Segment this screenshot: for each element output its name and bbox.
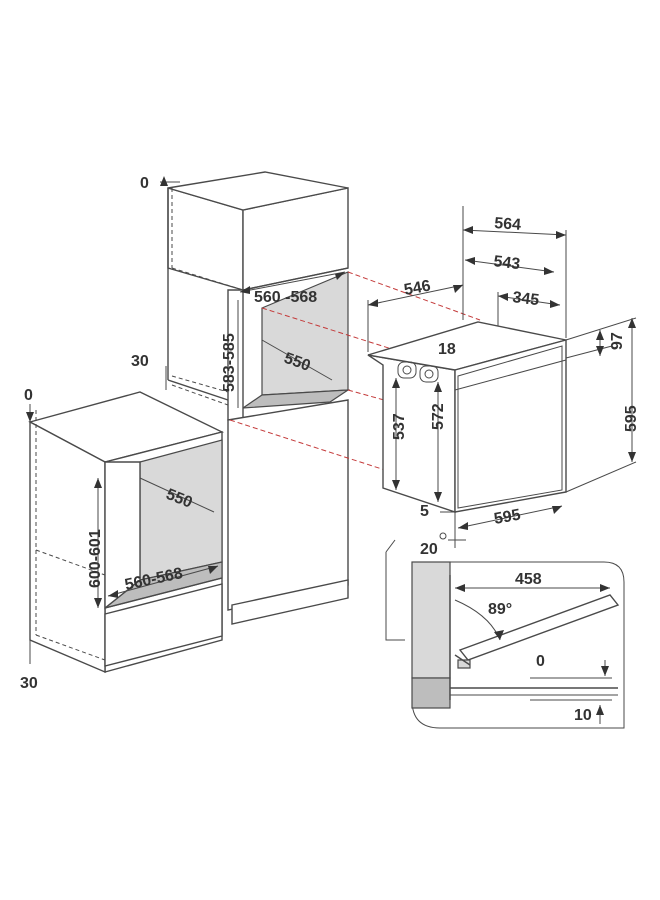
door-width-dimension: 458 [455, 571, 610, 592]
oven-overall-height-label: 595 [623, 405, 640, 432]
tall-depth-offset-label: 30 [131, 353, 149, 370]
base-top-offset-dimension: 0 [24, 387, 34, 422]
door-gap-bottom-dimension: 10 [530, 699, 612, 724]
oven-body-depth-dimension: 543 [464, 253, 555, 275]
oven-body-height-b-dimension: 572 [430, 382, 447, 502]
oven-side-gap-label: 18 [438, 341, 456, 358]
oven-body-height-b-label: 572 [430, 403, 447, 430]
door-gap-top-dimension: 0 [530, 653, 612, 679]
projection-lines [229, 271, 481, 471]
oven-top-depth-label: 345 [512, 289, 541, 309]
oven-front-offset-dimension: 20 [420, 512, 466, 558]
tall-depth-offset-dimension: 30 [131, 353, 167, 390]
base-bottom-offset-label: 30 [20, 675, 38, 692]
oven-overall-depth-dimension: 564 [462, 206, 567, 338]
base-niche-height-dimension: 600-601 [87, 478, 104, 608]
oven-body-height-a-dimension: 537 [391, 378, 408, 490]
oven-side-gap-dimension: 18 [438, 341, 456, 358]
oven-rear-depth-label: 546 [403, 278, 432, 299]
tall-top-offset-dimension: 0 [140, 175, 180, 192]
oven-body-height-a-label: 537 [391, 413, 408, 440]
oven-front-offset-label: 20 [420, 541, 438, 558]
base-bottom-offset-dimension: 30 [20, 640, 38, 692]
oven-overall-depth-label: 564 [494, 215, 522, 234]
oven-top-step-label: 97 [609, 332, 626, 350]
oven-top-depth-dimension: 345 [497, 289, 561, 326]
oven-bottom-gap-label: 5 [420, 503, 429, 520]
oven-overall-height-dimension: 595 [565, 317, 640, 493]
oven-rear-depth-dimension: 546 [367, 278, 464, 352]
door-gap-bottom-label: 10 [574, 707, 592, 724]
door-angle-dimension: 89° [454, 599, 512, 641]
tall-niche-height-label: 583-585 [221, 333, 238, 392]
oven-bottom-gap-dimension: 5 [420, 503, 455, 520]
oven [367, 321, 567, 513]
tall-niche-width-label: 560 -568 [254, 289, 317, 306]
oven-front-width-dimension: 595 [457, 505, 563, 530]
tall-niche-height-dimension: 583-585 [221, 300, 239, 408]
oven-front-width-label: 595 [493, 507, 522, 528]
base-top-offset-label: 0 [24, 387, 33, 404]
tall-top-offset-label: 0 [140, 175, 149, 192]
door-angle-label: 89° [488, 601, 512, 618]
tall-niche-width-dimension: 560 -568 [239, 271, 346, 306]
tall-unit [167, 171, 351, 625]
door-width-label: 458 [515, 571, 542, 588]
door-detail-callout [385, 539, 625, 729]
base-unit [28, 391, 225, 674]
door-gap-top-label: 0 [536, 653, 545, 670]
base-niche-height-label: 600-601 [87, 529, 104, 588]
oven-body-depth-label: 543 [493, 253, 522, 273]
oven-top-step-dimension: 97 [565, 330, 626, 359]
